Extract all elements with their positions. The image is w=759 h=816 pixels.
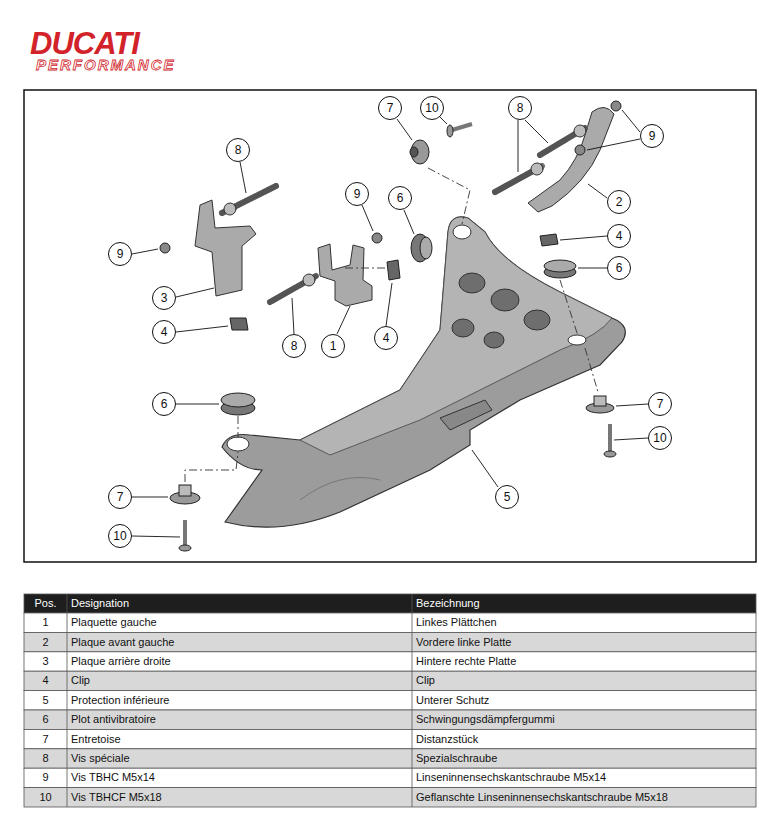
screw [160,101,621,253]
callout-number: 10 [108,524,132,548]
table-cell: Geflanschte Linseninnensechskantschraube… [416,792,668,803]
callout-number: 8 [226,138,250,162]
leader-line [132,110,648,537]
callout-number: 6 [607,256,631,280]
callout-text: 9 [649,130,656,142]
table-cell: Schwingungsdämpfergummi [416,714,555,725]
bracket [318,244,372,306]
callout-text: 6 [161,398,168,410]
callout-number: 7 [648,392,672,416]
figure-frame [24,90,756,562]
table-header: Bezeichnung [416,598,480,609]
callout-text: 9 [354,188,361,200]
table-cell: 9 [42,772,48,783]
table-cell: 2 [42,637,48,648]
flanged-screw [179,124,616,551]
table-cell: Spezialschraube [416,753,497,764]
table-cell: 1 [42,617,48,628]
table-header: Pos. [34,598,56,609]
callout-number: 10 [420,96,444,120]
callout-text: 4 [161,326,168,338]
table-cell: Vis TBHCF M5x18 [71,792,162,803]
callout-text: 3 [161,292,168,304]
callout-number: 8 [508,96,532,120]
callout-text: 6 [397,192,404,204]
callout-text: 4 [616,230,623,242]
callout-number: 4 [152,320,176,344]
table-cell: Linseninnensechskantschraube M5x14 [416,772,606,783]
table-cell: Protection inférieure [71,695,169,706]
rubber-mount [221,234,576,415]
callout-text: 10 [425,102,438,114]
brand-subtitle: PERFORMANCE [36,57,176,72]
callout-text: 9 [117,248,124,260]
callout-text: 8 [235,144,242,156]
table-cell: Vordere linke Platte [416,637,511,648]
callout-number: 9 [345,182,369,206]
callout-number: 1 [321,334,345,358]
table-cell: 5 [42,695,48,706]
callout-number: 7 [378,96,402,120]
alignment-line [185,168,598,482]
table-cell: Vis TBHC M5x14 [71,772,155,783]
table-cell: Clip [416,675,435,686]
callout-text: 6 [616,262,623,274]
callout-number: 7 [108,485,132,509]
skid-plate [222,217,625,527]
table-cell: Plaque arrière droite [71,656,171,667]
table-cell: Plot antivibratoire [71,714,156,725]
special-bolt [222,125,586,302]
clip [230,234,558,330]
table-cell: Clip [71,675,90,686]
callout-number: 3 [152,286,176,310]
table-header: Designation [71,598,129,609]
table-cell: Linkes Plättchen [416,617,497,628]
callout-text: 7 [387,102,394,114]
callout-number: 6 [152,392,176,416]
table-cell: Unterer Schutz [416,695,489,706]
table-cell: 4 [42,675,48,686]
callout-text: 10 [113,530,126,542]
table-cell: 10 [39,792,51,803]
callout-number: 10 [648,426,672,450]
spacer [170,140,614,504]
callout-number: 4 [374,326,398,350]
callout-text: 7 [117,491,124,503]
table-cell: Distanzstück [416,734,478,745]
callout-number: 6 [388,186,412,210]
table-cell: Vis spéciale [71,753,130,764]
table-cell: 3 [42,656,48,667]
callout-text: 2 [616,196,623,208]
brand-logo: DUCATI [30,28,139,59]
table-cell: 6 [42,714,48,725]
callout-text: 8 [517,102,524,114]
callout-text: 7 [657,398,664,410]
callout-number: 9 [108,242,132,266]
callout-text: 8 [291,340,298,352]
table-cell: Plaque avant gauche [71,637,174,648]
table-cell: Plaquette gauche [71,617,157,628]
callout-number: 8 [282,334,306,358]
bracket [528,107,614,212]
callout-text: 1 [330,340,337,352]
table-cell: Hintere rechte Platte [416,656,516,667]
callout-number: 5 [495,485,519,509]
table-cell: 7 [42,734,48,745]
callout-number: 4 [607,224,631,248]
callout-text: 10 [653,432,666,444]
callout-text: 5 [504,491,511,503]
callout-text: 4 [383,332,390,344]
table-cell: Entretoise [71,734,121,745]
table-cell: 8 [42,753,48,764]
parts-table [24,594,756,807]
callout-number: 2 [607,190,631,214]
callout-number: 9 [640,124,664,148]
